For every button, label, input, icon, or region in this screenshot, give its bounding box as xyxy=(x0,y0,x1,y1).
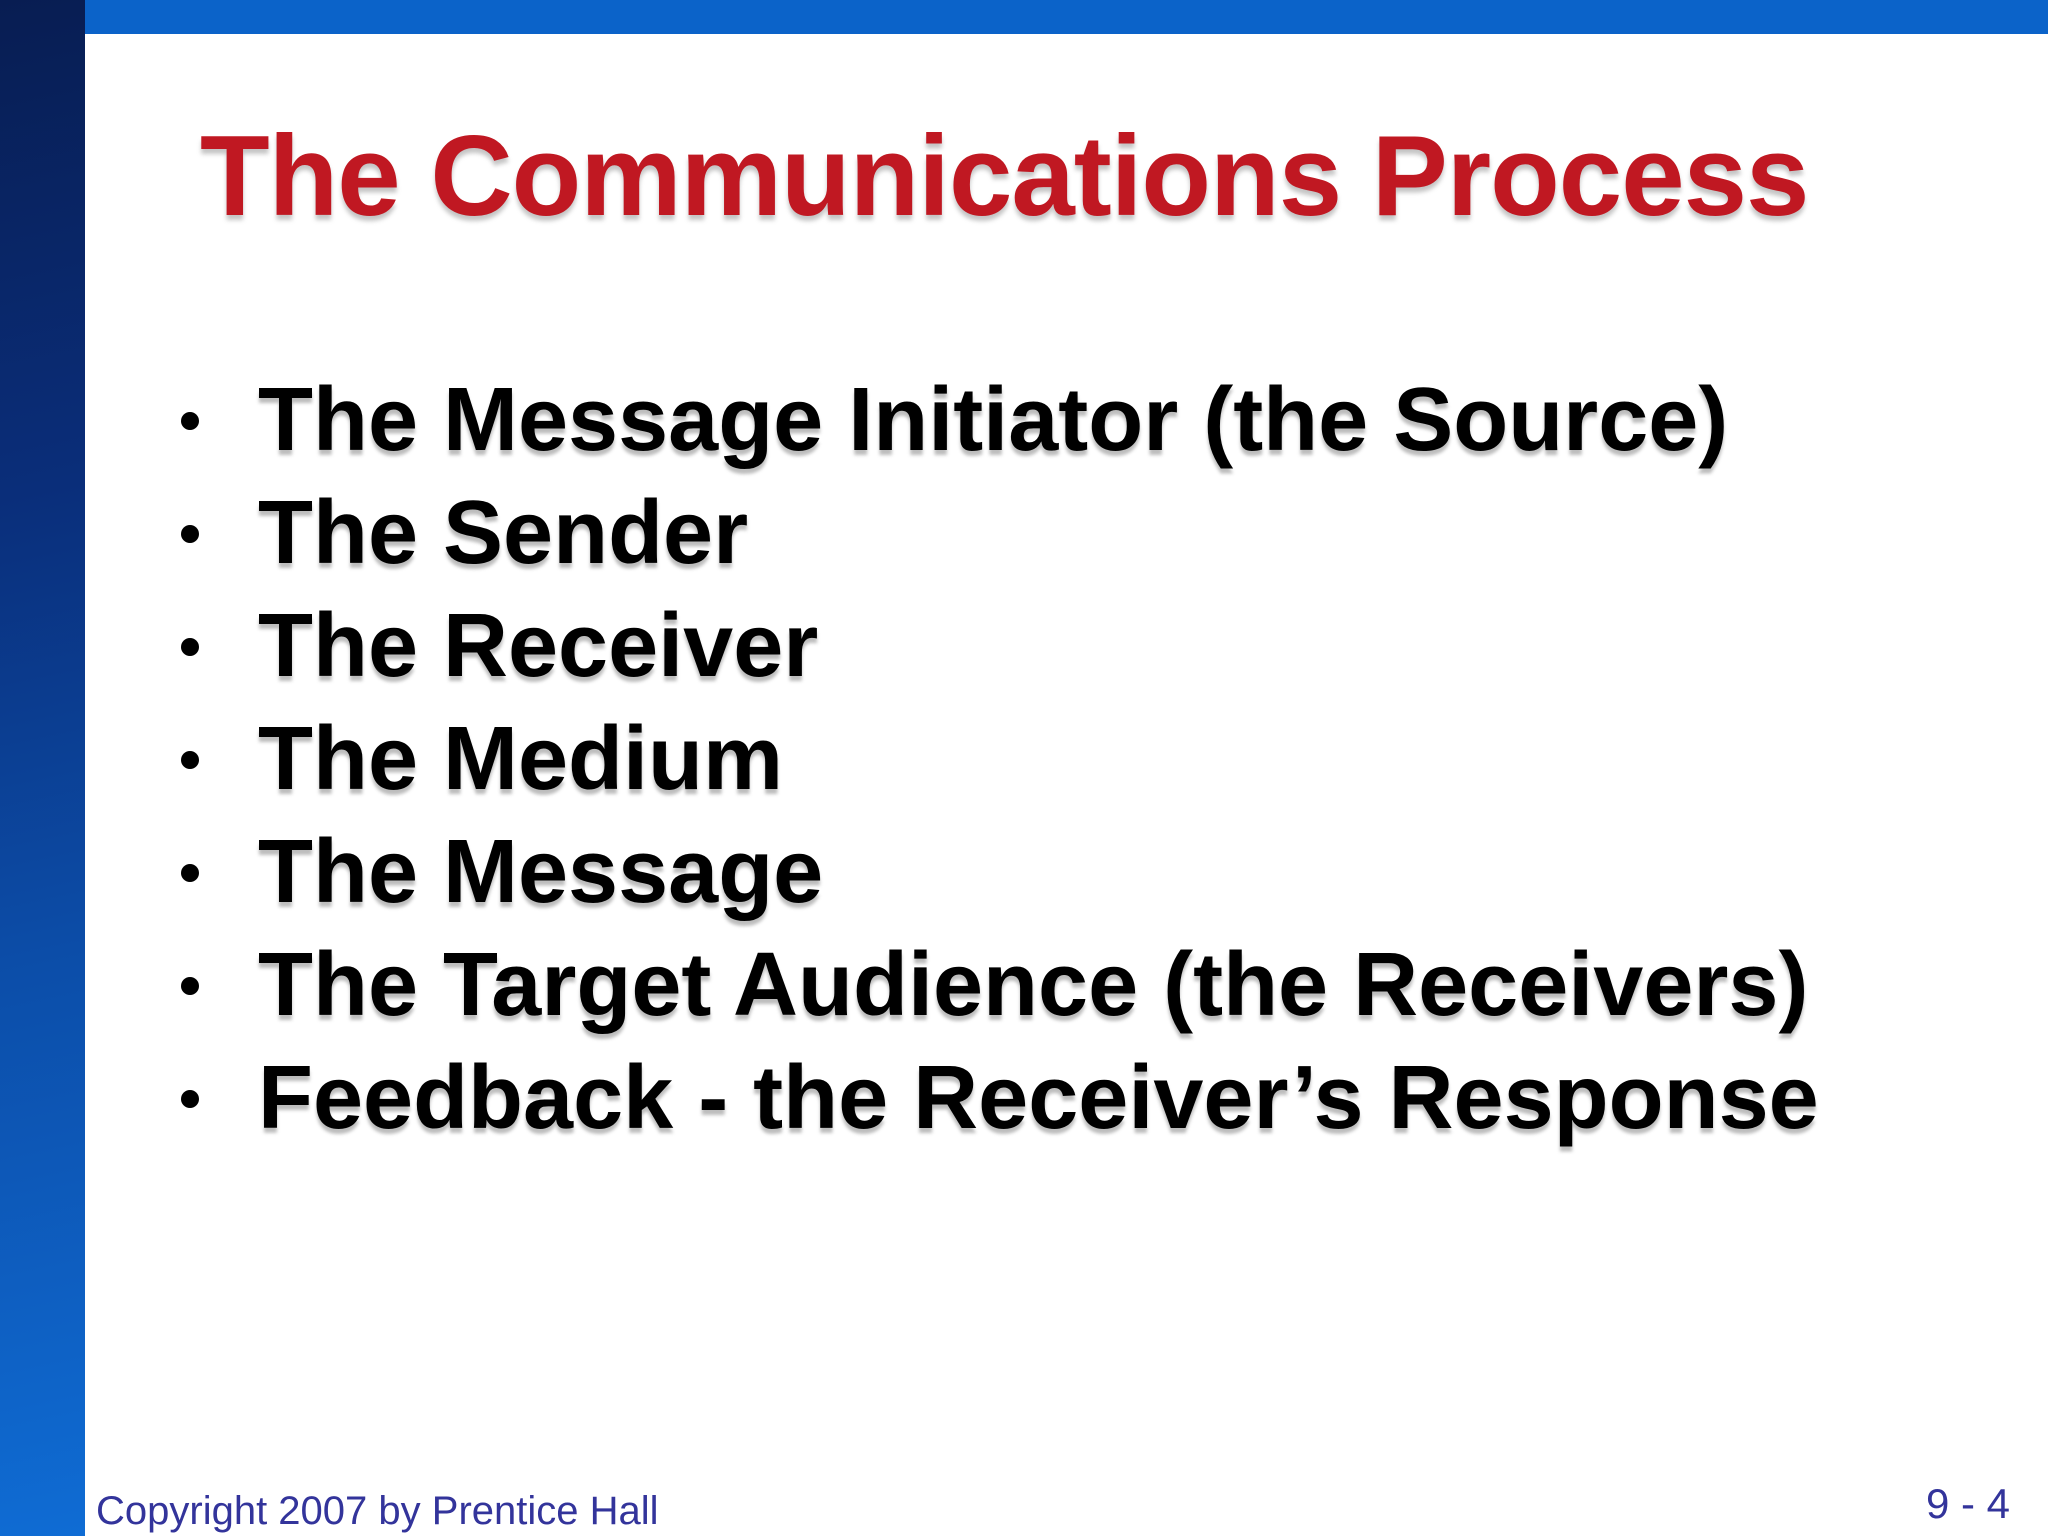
bullet-text: The Sender xyxy=(258,483,749,583)
bullet-item: The Message Initiator (the Source) xyxy=(170,364,1819,477)
bullet-item: The Message xyxy=(170,816,1819,929)
bullet-list: The Message Initiator (the Source) The S… xyxy=(170,364,1819,1155)
left-accent-bar xyxy=(0,0,85,1536)
bullet-icon xyxy=(181,412,199,430)
bullet-icon xyxy=(181,525,199,543)
bullet-icon xyxy=(181,751,199,769)
bullet-item: The Medium xyxy=(170,703,1819,816)
bullet-icon xyxy=(181,864,199,882)
bullet-item: The Receiver xyxy=(170,590,1819,703)
bullet-text: The Message Initiator (the Source) xyxy=(258,370,1729,470)
bullet-icon xyxy=(181,977,199,995)
slide-title: The Communications Process xyxy=(200,113,1809,240)
copyright-text: Copyright 2007 by Prentice Hall xyxy=(96,1489,659,1533)
bullet-item: Feedback - the Receiver’s Response xyxy=(170,1042,1819,1155)
bullet-text: The Receiver xyxy=(258,596,819,696)
bullet-text: The Medium xyxy=(258,709,784,809)
bullet-item: The Target Audience (the Receivers) xyxy=(170,929,1819,1042)
page-number: 9 - 4 xyxy=(1925,1480,2010,1527)
bullet-icon xyxy=(181,1090,199,1108)
top-accent-bar xyxy=(0,0,2048,34)
bullet-text: The Message xyxy=(258,822,824,922)
bullet-text: Feedback - the Receiver’s Response xyxy=(258,1048,1819,1148)
bullet-icon xyxy=(181,638,199,656)
bullet-text: The Target Audience (the Receivers) xyxy=(258,935,1809,1035)
bullet-item: The Sender xyxy=(170,477,1819,590)
